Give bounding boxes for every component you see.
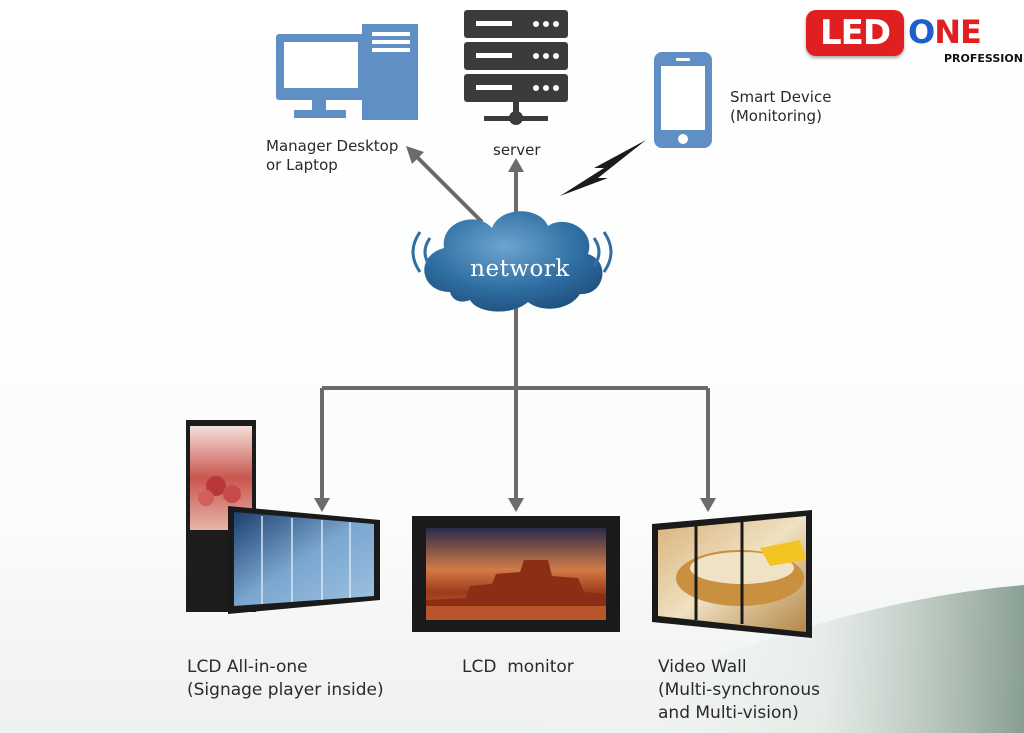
wireless-bolt-icon	[560, 140, 646, 196]
video-wall-label: Video Wall (Multi-synchronous and Multi-…	[658, 657, 820, 723]
desktop-computer-icon	[276, 24, 418, 120]
lcd-monitor-label: LCD monitor	[462, 657, 574, 677]
video-wall-image	[652, 510, 812, 638]
distribution-lines	[320, 300, 710, 500]
smartphone-icon	[654, 52, 712, 148]
logo-led-mark: LED	[806, 10, 904, 56]
lcd-monitor-image	[412, 516, 620, 632]
manager-desktop-label: Manager Desktop or Laptop	[266, 137, 399, 174]
logo-one-text: ONE	[908, 13, 982, 51]
logo-one-o: O	[908, 13, 935, 51]
down-arrowheads	[314, 498, 716, 512]
arrow-to-manager	[406, 146, 424, 164]
background-hill	[520, 585, 1024, 733]
upstream-arrows	[414, 154, 518, 224]
logo-tagline: PROFESSION	[944, 52, 1023, 65]
logo-one-ne: NE	[934, 13, 982, 51]
network-label: network	[470, 256, 570, 282]
arrow-to-server	[508, 158, 524, 172]
lcd-all-in-one-label: LCD All-in-one (Signage player inside)	[187, 657, 384, 700]
network-cloud-icon	[411, 211, 613, 312]
brand-logo: LED ONE PROFESSION	[806, 8, 1024, 66]
server-label: server	[493, 141, 541, 159]
smart-device-label: Smart Device (Monitoring)	[730, 88, 832, 125]
server-icon	[464, 10, 568, 125]
lcd-all-in-one-image	[186, 420, 380, 614]
